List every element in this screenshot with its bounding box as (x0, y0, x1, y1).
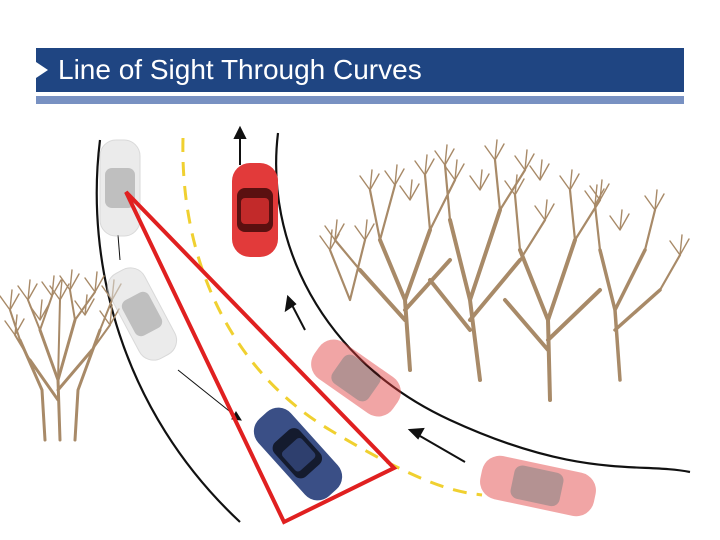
road-left-edge (95, 139, 241, 523)
center-line (181, 137, 483, 497)
road-right-edge (275, 132, 691, 474)
slide-title: Line of Sight Through Curves (58, 54, 422, 85)
car-icon-following-1 (99, 139, 141, 237)
title-underline (36, 96, 684, 104)
car-icon-oncoming-3 (480, 455, 596, 517)
bare-tree-left (0, 269, 122, 442)
direction-arrow-icon (407, 427, 466, 463)
car-icon-oncoming-1 (232, 163, 278, 257)
car-icon-oncoming-2 (311, 339, 401, 417)
bare-tree-cluster-right (319, 139, 690, 402)
triangle-bullet-icon (36, 62, 48, 78)
sight-triangle (124, 190, 398, 525)
direction-arrow-icon (284, 294, 306, 331)
car-icon-observer (253, 407, 343, 501)
car-icon-following-2 (106, 267, 178, 361)
direction-arrow-icon (233, 125, 247, 165)
title-bar: Line of Sight Through Curves (36, 48, 684, 92)
